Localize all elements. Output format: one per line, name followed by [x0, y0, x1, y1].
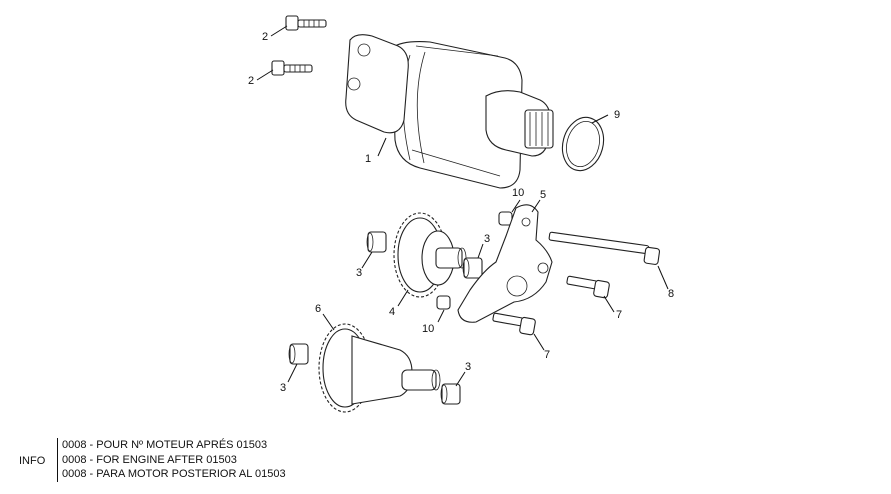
callout-1: 1 [365, 153, 371, 165]
starter-gear-part [318, 323, 441, 413]
bushing-part-lower [436, 295, 451, 310]
info-note-english: 0008 - FOR ENGINE AFTER 01503 [62, 453, 237, 466]
callout-5: 5 [540, 189, 546, 201]
callout-8: 8 [668, 288, 674, 300]
info-divider [57, 438, 58, 482]
callout-7-right: 7 [616, 309, 622, 321]
callout-10-lower: 10 [422, 323, 434, 335]
callout-6: 6 [315, 303, 321, 315]
info-note-spanish: 0008 - PARA MOTOR POSTERIOR AL 01503 [62, 468, 286, 480]
callout-3-bottom-right: 3 [465, 361, 471, 373]
support-bracket-part [457, 204, 553, 323]
callout-4: 4 [389, 306, 395, 318]
callout-9: 9 [614, 109, 620, 121]
leader-lines [256, 25, 669, 387]
needle-bearing-part-1 [366, 231, 387, 253]
needle-bearing-part-3 [288, 343, 309, 365]
callout-3-right: 3 [484, 233, 490, 245]
callout-3-bottom-left: 3 [280, 382, 286, 394]
screw-part-lower [271, 60, 313, 76]
starter-motor-part [345, 34, 554, 189]
callout-2-lower: 2 [248, 75, 254, 87]
bolt-part-right [566, 275, 610, 299]
bolt-part-lower [492, 312, 536, 336]
needle-bearing-part-4 [440, 383, 461, 405]
intermediate-gear-part [393, 212, 467, 298]
callout-10-upper: 10 [512, 187, 524, 199]
needle-bearing-part-2 [462, 257, 483, 279]
info-label: INFO [19, 455, 46, 467]
callout-7-lower: 7 [544, 349, 550, 361]
info-notes: 0008 - POUR Nº MOTEUR APRÉS 01503 0008 -… [62, 438, 286, 482]
screw-part-upper [285, 15, 327, 31]
callout-2-upper: 2 [262, 31, 268, 43]
long-bolt-part [548, 231, 661, 265]
callout-3-left: 3 [356, 267, 362, 279]
info-note-french: 0008 - POUR Nº MOTEUR APRÉS 01503 [62, 439, 268, 451]
o-ring-part [561, 116, 605, 172]
